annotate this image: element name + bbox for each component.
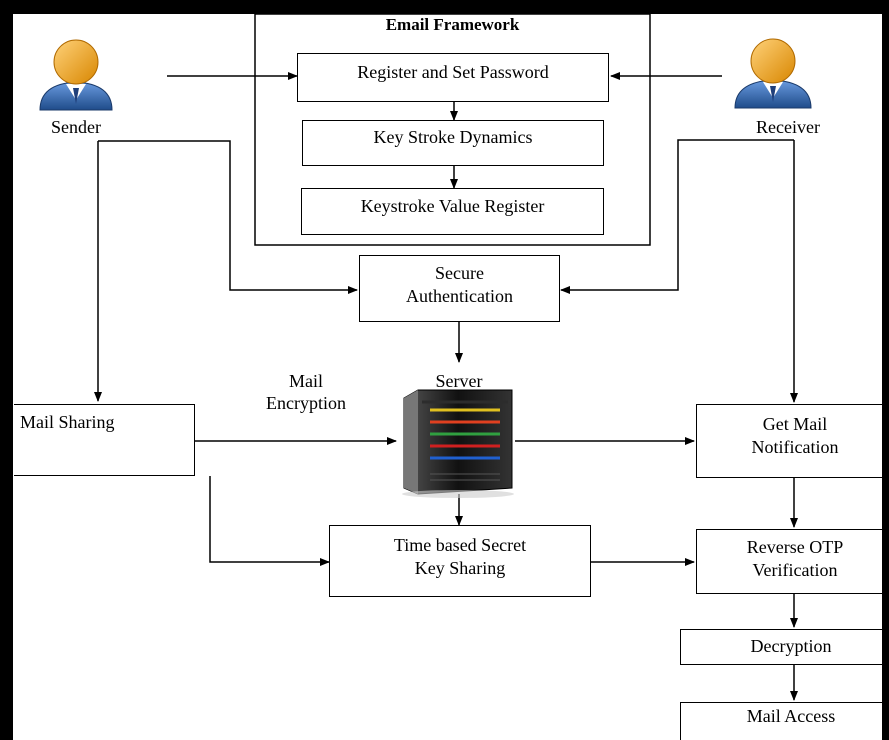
mail-sharing-label: Mail Sharing (20, 412, 115, 432)
decryption-label: Decryption (750, 636, 832, 656)
mail-encryption-line2: Encryption (266, 393, 346, 413)
sender-person-icon (39, 39, 113, 111)
time-key-line1: Time based Secret (393, 535, 527, 555)
server-icon (402, 389, 514, 498)
reverse-otp-line1: Reverse OTP (746, 537, 844, 557)
get-mail-notification-box[interactable]: Get Mail Notification (696, 404, 882, 478)
arrow-receiver-to-auth (560, 139, 794, 294)
mail-access-box[interactable]: Mail Access (680, 702, 882, 740)
time-based-key-box[interactable]: Time based Secret Key Sharing (329, 525, 591, 597)
register-label: Register and Set Password (357, 62, 549, 82)
register-box[interactable]: Register and Set Password (297, 53, 609, 102)
mail-access-label: Mail Access (746, 706, 836, 726)
get-mail-line2: Notification (751, 437, 839, 457)
decryption-box[interactable]: Decryption (680, 629, 882, 665)
mail-sharing-box[interactable]: Mail Sharing (14, 404, 195, 476)
framework-container (254, 13, 651, 246)
arrow-sender-to-auth (98, 140, 358, 294)
secure-auth-line2: Authentication (406, 286, 513, 306)
keystroke-dynamics-box[interactable]: Key Stroke Dynamics (302, 120, 604, 166)
time-key-line2: Key Sharing (414, 558, 506, 578)
keystroke-register-box[interactable]: Keystroke Value Register (301, 188, 604, 235)
secure-authentication-box[interactable]: Secure Authentication (359, 255, 560, 322)
receiver-label: Receiver (756, 117, 820, 137)
secure-auth-line1: Secure (435, 263, 484, 283)
reverse-otp-box[interactable]: Reverse OTP Verification (696, 529, 882, 594)
mail-encryption-line1: Mail (289, 371, 323, 391)
reverse-otp-line2: Verification (752, 560, 838, 580)
keystroke-register-label: Keystroke Value Register (360, 196, 545, 216)
server-label: Server (435, 371, 483, 391)
receiver-person-icon (734, 38, 812, 109)
get-mail-line1: Get Mail (762, 414, 828, 434)
keystroke-dynamics-label: Key Stroke Dynamics (373, 127, 533, 147)
framework-title: Email Framework (385, 15, 520, 34)
arrow-mail-sharing-to-time-key (209, 476, 330, 566)
sender-label: Sender (51, 117, 101, 137)
